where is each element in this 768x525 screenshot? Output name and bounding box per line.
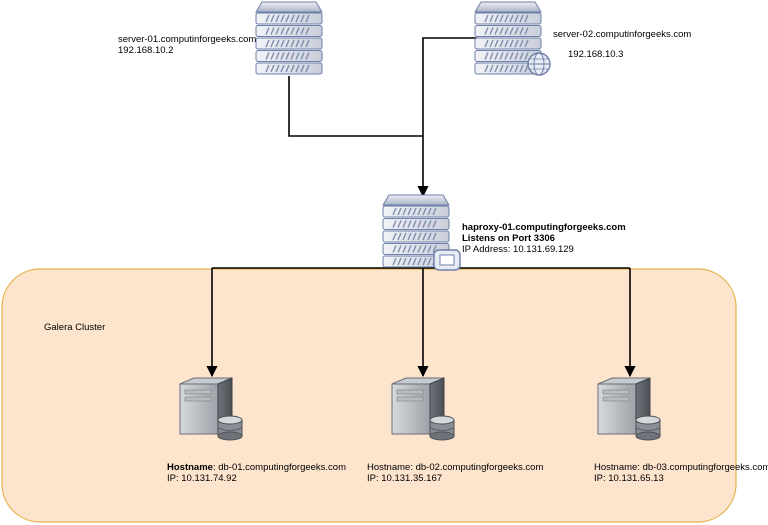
db-01-server-icon <box>179 377 243 441</box>
server-02-hostname: server-02.computinforgeeks.com <box>553 29 692 40</box>
haproxy-listen-port: Listens on Port 3306 <box>462 233 555 244</box>
haproxy-ip: IP Address: 10.131.69.129 <box>462 244 574 255</box>
db-01-hostname-key: Hostname <box>167 462 213 473</box>
connector-server1-to-haproxy <box>288 76 423 137</box>
db-01-hostname: : db-01.computingforgeeks.com <box>212 462 347 473</box>
haproxy-label: haproxy-01.computingforgeeks.com Listens… <box>462 222 626 255</box>
globe-icon <box>527 52 551 76</box>
db-03-ip: IP: 10.131.65.13 <box>594 473 664 484</box>
server-01-ip: 192.168.10.2 <box>118 45 174 56</box>
db-01-label: Hostname: db-01.computingforgeeks.com IP… <box>167 462 346 484</box>
db-01-ip: IP: 10.131.74.92 <box>167 473 237 484</box>
haproxy-hostname: haproxy-01.computingforgeeks.com <box>462 222 626 233</box>
server-01-label: server-01.computinforgeeks.com 192.168.1… <box>118 34 256 56</box>
haproxy-rack-icon <box>382 194 450 268</box>
server-01-rack-icon <box>255 1 323 75</box>
server-01-hostname: server-01.computinforgeeks.com <box>118 34 257 45</box>
db-03-hostname-key: Hostname <box>594 462 638 473</box>
monitor-icon <box>433 249 461 271</box>
cluster-label: Galera Cluster <box>44 322 106 333</box>
db-02-hostname: : db-02.computingforgeeks.com <box>410 462 544 473</box>
db-02-hostname-key: Hostname <box>367 462 411 473</box>
galera-cluster-container <box>1 268 737 523</box>
db-03-label: Hostname: db-03.computingforgeeks.com IP… <box>594 462 768 484</box>
connector-server2-to-haproxy <box>417 37 477 198</box>
db-02-label: Hostname: db-02.computingforgeeks.com IP… <box>367 462 543 484</box>
db-03-hostname: : db-03.computingforgeeks.com <box>637 462 768 473</box>
server-02-ip: 192.168.10.3 <box>568 49 624 60</box>
connectors <box>206 37 636 378</box>
db-03-server-icon <box>597 377 661 441</box>
db-02-ip: IP: 10.131.35.167 <box>367 473 443 484</box>
db-02-server-icon <box>391 377 455 441</box>
